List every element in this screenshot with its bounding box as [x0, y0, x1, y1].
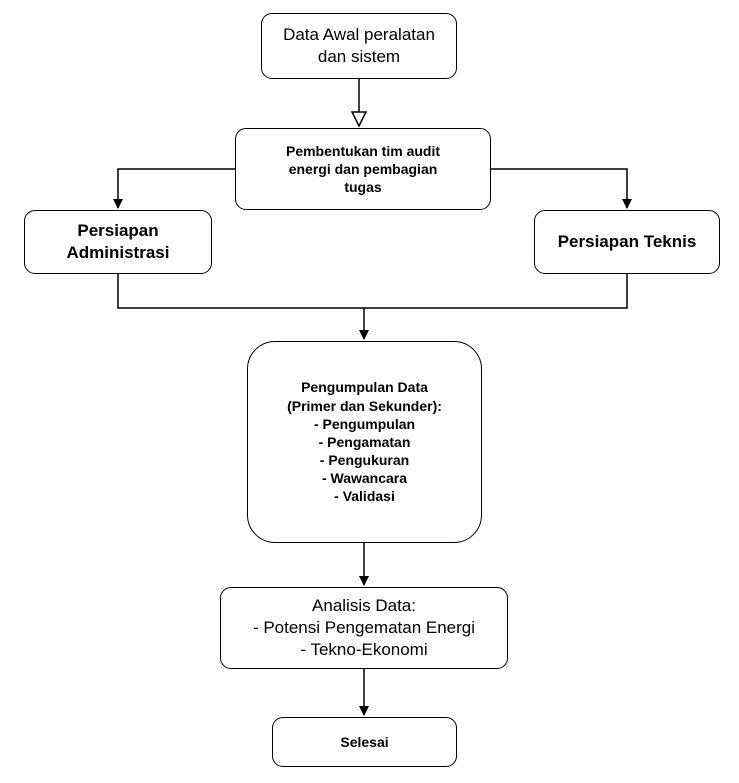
- node-analysis-line-3: - Tekno-Ekonomi: [300, 640, 428, 660]
- node-admin-line-2: Administrasi: [66, 243, 170, 262]
- node-team-line-1: Pembentukan tim audit: [285, 142, 441, 159]
- node-analysis-line-2: - Potensi Pengematan Energi: [252, 617, 476, 637]
- node-collect-line-6: - Wawancara: [321, 470, 408, 487]
- node-start-line-1: Data Awal peralatan: [283, 24, 435, 44]
- node-collect-line-3: - Pengumpulan: [313, 415, 416, 432]
- node-data-collection: Pengumpulan Data (Primer dan Sekunder): …: [247, 341, 482, 543]
- node-admin-line-1: Persiapan: [77, 220, 159, 240]
- node-team-line-3: tugas: [344, 179, 382, 196]
- edge-team-to-admin: [113, 168, 235, 209]
- node-collect-line-4: - Pengamatan: [318, 433, 411, 450]
- edge-admin-to-collect: [117, 274, 369, 340]
- edge-team-to-teknis: [491, 168, 632, 209]
- node-data-analysis: Analisis Data: - Potensi Pengematan Ener…: [220, 587, 508, 669]
- node-team-line-2: energi dan pembagian: [288, 160, 438, 177]
- edge-start-to-team-open-arrowhead: [350, 111, 368, 128]
- node-teknis-line-1: Persiapan Teknis: [557, 231, 697, 251]
- node-collect-line-7: - Validasi: [334, 488, 395, 505]
- node-technical-prep: Persiapan Teknis: [534, 210, 720, 274]
- edges: [113, 79, 632, 716]
- node-team-formation: Pembentukan tim audit energi dan pembagi…: [235, 128, 491, 210]
- node-collect-line-1: Pengumpulan Data: [301, 379, 428, 396]
- edge-teknis-to-collect: [364, 274, 628, 309]
- node-collect-line-5: - Pengukuran: [319, 452, 410, 469]
- node-start-line-2: dan sistem: [317, 47, 401, 66]
- node-end: Selesai: [272, 717, 457, 767]
- node-collect-line-2: (Primer dan Sekunder):: [287, 397, 442, 414]
- node-start: Data Awal peralatan dan sistem: [261, 13, 457, 79]
- node-admin-prep: Persiapan Administrasi: [24, 210, 212, 274]
- node-analysis-line-1: Analisis Data:: [312, 595, 416, 615]
- node-end-line-1: Selesai: [340, 733, 389, 750]
